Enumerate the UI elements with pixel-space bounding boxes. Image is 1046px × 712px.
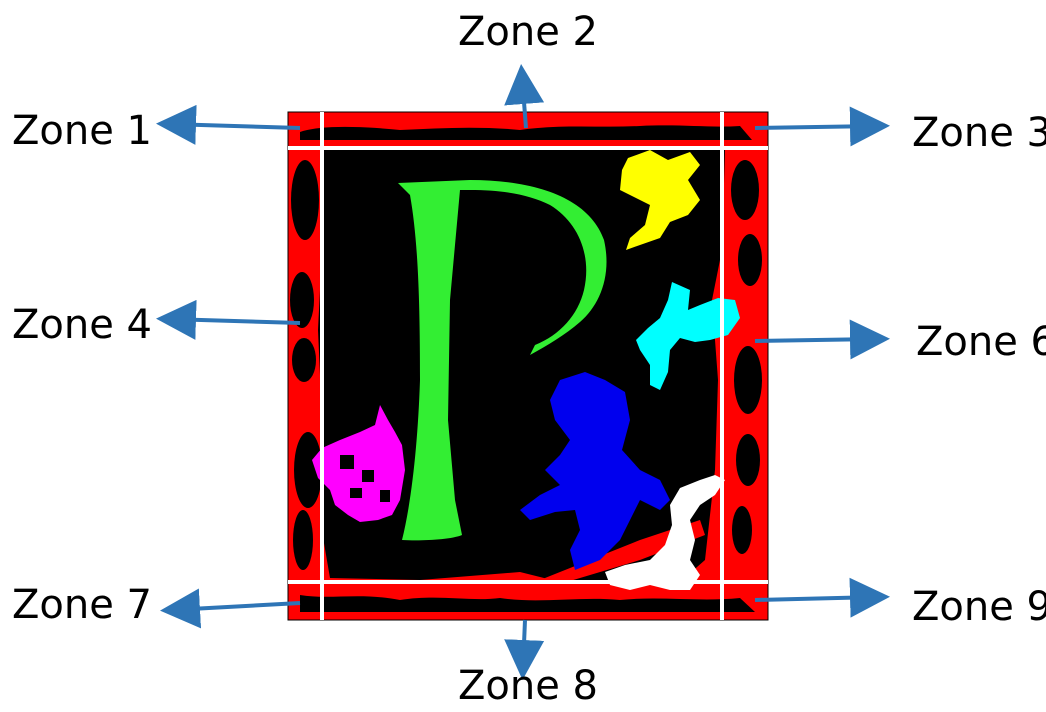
arrow-zone-1	[156, 104, 301, 145]
zone-4-label: Zone 4	[12, 302, 152, 348]
arrow-zone-6	[754, 319, 890, 360]
yellow-region	[620, 150, 700, 250]
zone-9-label: Zone 9	[912, 584, 1046, 630]
arrow-zone-8	[504, 619, 545, 680]
white-region	[605, 475, 725, 590]
zone-1-label: Zone 1	[12, 108, 152, 154]
zone-7-label: Zone 7	[12, 582, 152, 628]
red-band	[540, 520, 705, 584]
zone-8-label: Zone 8	[458, 663, 598, 709]
magenta-holes	[340, 455, 390, 502]
zone-2-label: Zone 2	[458, 9, 598, 55]
zone-6-label: Zone 6	[916, 319, 1046, 365]
zone-grid-lines	[288, 112, 768, 620]
arrow-zone-7	[160, 588, 301, 629]
border-blobs	[290, 125, 762, 612]
cyan-region	[636, 282, 740, 390]
letter-p	[398, 180, 607, 541]
arrow-zone-2	[504, 64, 545, 129]
arrow-zone-3	[754, 106, 890, 147]
zone-3-label: Zone 3	[912, 110, 1046, 156]
arrow-zone-4	[156, 299, 301, 340]
zone-arrows	[156, 64, 890, 680]
blue-region	[520, 372, 670, 570]
arrow-zone-9	[754, 577, 890, 618]
